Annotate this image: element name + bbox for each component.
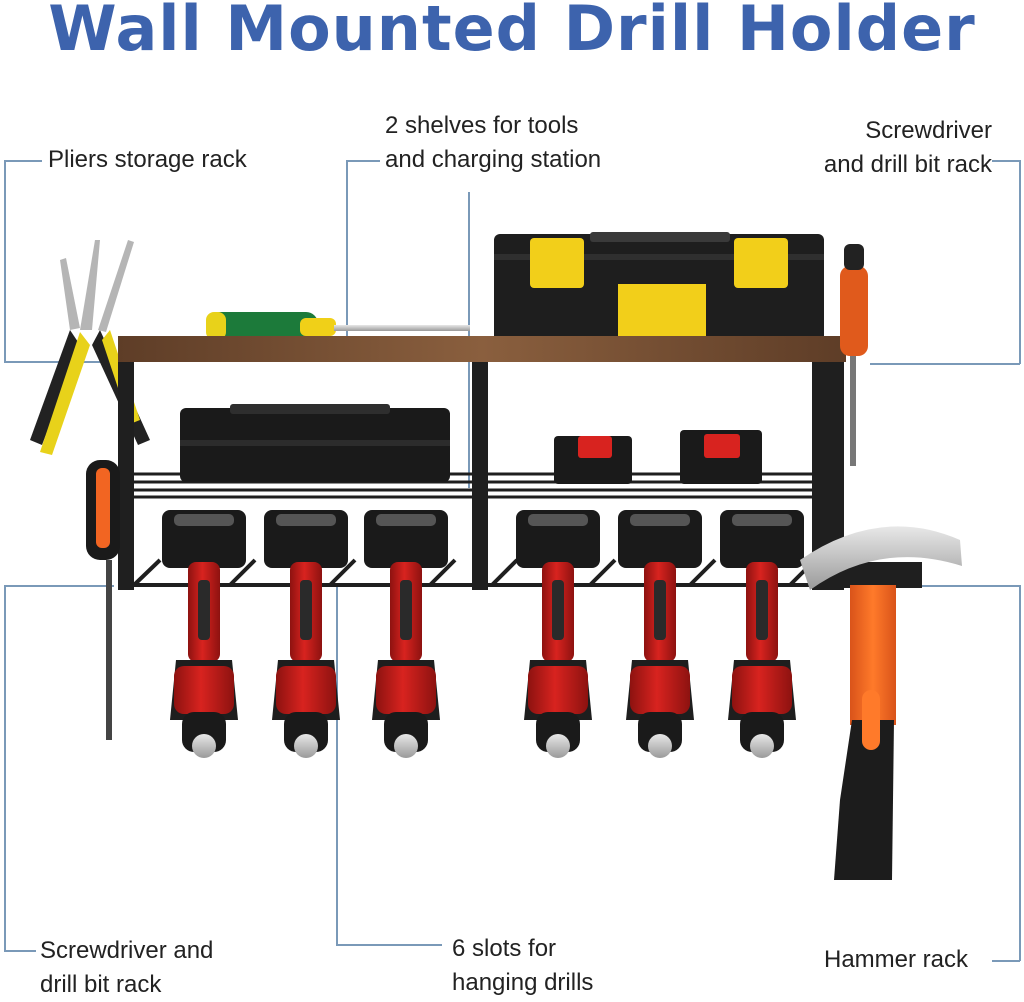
drill-icon [264, 510, 348, 758]
label-shelves-line1: 2 shelves for tools [385, 112, 579, 139]
callout-line-screwdriver-bottom [4, 585, 6, 951]
tool-case-icon [180, 404, 450, 482]
label-hammer-text: Hammer rack [824, 946, 969, 973]
callout-line-hammer [1019, 585, 1021, 961]
callout-line-hammer [900, 585, 1020, 587]
label-drill-slots: 6 slots for hanging drills [452, 932, 593, 1000]
screwdriver-green-icon [206, 312, 470, 340]
callout-line-screwdriver-top [870, 363, 1020, 365]
callout-line-slots [336, 584, 338, 945]
screwdriver-orange-icon [86, 460, 120, 740]
page-title: Wall Mounted Drill Holder [48, 0, 976, 65]
label-drill-slots-line1: 6 slots for [452, 935, 557, 962]
label-shelves-line2: and charging station [385, 146, 602, 173]
callout-line-screwdriver-bottom [4, 585, 114, 587]
label-pliers-rack: Pliers storage rack [48, 143, 247, 177]
label-screwdriver-bottom-line1: Screwdriver and [40, 937, 214, 964]
label-shelves: 2 shelves for tools and charging station [385, 109, 601, 177]
callout-line-pliers [4, 160, 42, 162]
label-screwdriver-top-line2: and drill bit rack [823, 151, 992, 178]
drill-icon [364, 510, 448, 758]
label-pliers-text: Pliers storage rack [48, 146, 247, 173]
screwdriver-right-icon [840, 244, 868, 466]
drill-icon [516, 510, 600, 758]
callout-line-hammer [992, 960, 1020, 962]
hammer-icon [800, 526, 962, 880]
callout-line-pliers [4, 160, 6, 362]
battery-icon [680, 430, 762, 484]
label-screwdriver-top-line1: Screwdriver [865, 117, 992, 144]
label-screwdriver-top: Screwdriver and drill bit rack [792, 114, 992, 182]
hammer-rack [844, 562, 922, 588]
callout-line-shelves [346, 160, 348, 345]
shelf-frame [118, 362, 844, 590]
callout-line-screwdriver-top [992, 160, 1020, 162]
label-hammer-rack: Hammer rack [824, 943, 968, 977]
drill-slot-rail [120, 558, 840, 587]
battery-icon [554, 436, 632, 484]
drill-icon [618, 510, 702, 758]
drill-icon [720, 510, 804, 758]
callout-line-slots [336, 944, 442, 946]
drill-icon [162, 510, 246, 758]
toolbox-icon [494, 232, 824, 344]
callout-line-screwdriver-bottom [4, 950, 36, 952]
top-shelf [118, 336, 846, 362]
callout-line-shelves [346, 160, 380, 162]
label-screwdriver-bottom: Screwdriver and drill bit rack [40, 934, 213, 1002]
label-screwdriver-bottom-line2: drill bit rack [40, 971, 162, 998]
label-drill-slots-line2: hanging drills [452, 969, 594, 996]
callout-line-screwdriver-top [1019, 160, 1021, 364]
